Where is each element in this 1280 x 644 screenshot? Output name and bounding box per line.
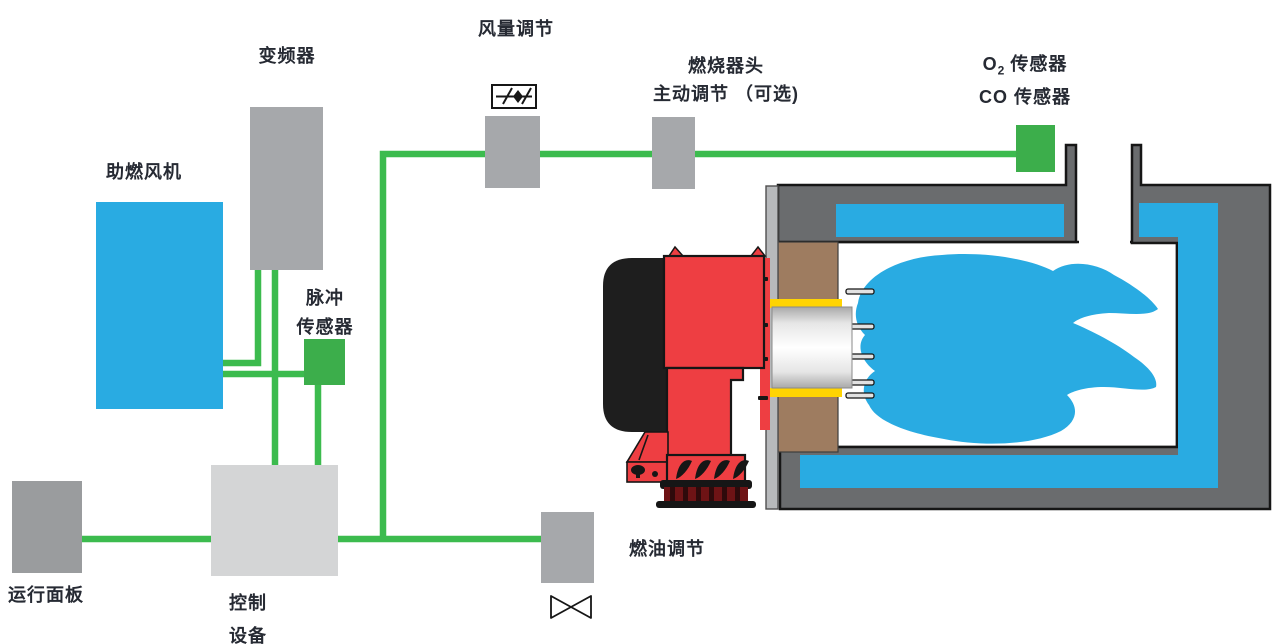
line-air-control	[379, 150, 1018, 541]
pump-claws	[676, 460, 749, 479]
pulse-sensor-label: 脉冲 传感器	[255, 284, 395, 342]
fuel-adjust-label: 燃油调节	[629, 539, 705, 559]
o2-subscript: 2	[997, 63, 1005, 78]
pulse-sensor-label-line1: 脉冲	[306, 288, 344, 308]
o2-co-sensor-label: O2 传感器 CO 传感器	[945, 51, 1105, 110]
water-jacket-top	[836, 204, 1064, 237]
burner-strut	[625, 431, 669, 463]
furnace	[765, 139, 1272, 511]
burner-body-lower	[665, 366, 745, 462]
burner	[603, 245, 770, 508]
oil-pump-row	[665, 453, 747, 485]
control-device-label-line1: 控制	[229, 593, 267, 613]
water-jacket-right-bottom	[800, 203, 1218, 488]
gasket-top	[770, 299, 842, 308]
o2-symbol: O	[982, 54, 998, 74]
burner-body-upper	[662, 254, 766, 370]
frequency-converter-label: 变频器	[258, 46, 316, 66]
o2-co-sensor-box	[1016, 125, 1055, 172]
ignition-electrodes	[845, 288, 875, 399]
strut-detail	[638, 434, 649, 461]
burner-tab-left	[667, 245, 685, 257]
burner-fan-housing	[603, 258, 668, 432]
o2-sensor-text: 传感器	[1004, 54, 1068, 74]
control-device-label-line2: 设备	[229, 626, 267, 644]
burner-head-label-line2: 主动调节 （可选)	[653, 84, 799, 104]
gasket-bottom	[770, 388, 842, 397]
furnace-right-bottom-wall	[778, 143, 1272, 511]
burner-head-actuator-box	[652, 117, 695, 189]
pulse-sensor-box	[304, 339, 345, 385]
pedestal-knobs	[631, 465, 658, 478]
burner-head-label-line1: 燃烧器头	[688, 56, 764, 76]
fuel-regulator-box	[541, 512, 594, 583]
air-flow-adjust-label: 风量调节	[478, 19, 554, 39]
control-device-box	[211, 465, 338, 576]
co-sensor-label-line: CO 传感器	[978, 86, 1071, 107]
burner-tab-right	[749, 245, 767, 257]
operation-panel-label: 运行面板	[8, 585, 84, 605]
blue-flame	[855, 254, 1158, 444]
o2-sensor-label-line: O2 传感器	[945, 51, 1105, 84]
combustion-fan-label: 助燃风机	[106, 162, 182, 182]
drum-body	[664, 487, 748, 503]
flange-bolts	[758, 277, 768, 400]
frequency-converter-box	[250, 107, 323, 270]
furnace-front-plate	[765, 185, 779, 510]
burner-flange	[760, 258, 770, 430]
drum-top-band	[660, 480, 752, 489]
drum-ribs	[670, 487, 740, 503]
blast-tube	[771, 306, 853, 389]
burner-pedestal	[626, 461, 669, 483]
combustion-chamber	[834, 240, 1179, 449]
flue-gas-outlet	[1079, 139, 1130, 245]
control-device-label: 控制 设备	[188, 587, 308, 644]
line-freq-to-fan	[220, 268, 262, 367]
drum-bottom-band	[656, 501, 756, 508]
operation-panel-box	[12, 481, 82, 573]
damper-icon	[491, 84, 537, 109]
air-damper-actuator-box	[485, 116, 540, 188]
pulse-sensor-label-line2: 传感器	[296, 317, 354, 337]
refractory-wall	[777, 241, 839, 453]
burner-head-label: 燃烧器头 主动调节 （可选)	[606, 52, 846, 108]
combustion-fan-box	[96, 202, 223, 409]
valve-icon	[550, 595, 592, 619]
